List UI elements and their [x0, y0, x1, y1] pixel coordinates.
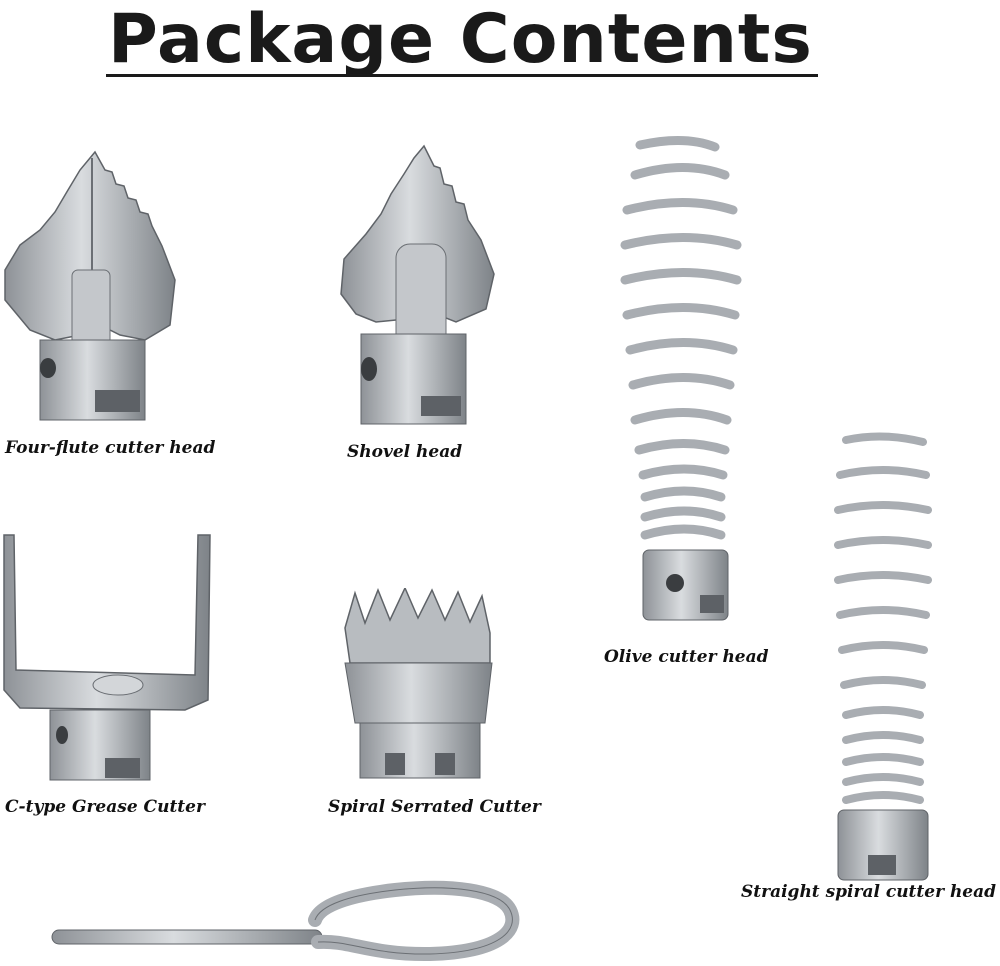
shovel-head-caption: Shovel head	[347, 442, 463, 462]
removal-key-icon	[50, 880, 530, 962]
shovel-head-icon	[336, 144, 496, 434]
page-title: Package Contents	[108, 0, 813, 79]
four-flute-caption: Four-flute cutter head	[5, 438, 216, 458]
straight-spiral-caption: Straight spiral cutter head	[741, 882, 997, 902]
c-type-caption: C-type Grease Cutter	[5, 797, 205, 817]
c-type-grease-cutter-icon	[0, 530, 215, 785]
spiral-serrated-cutter-icon	[340, 588, 500, 788]
olive-cutter-caption: Olive cutter head	[604, 647, 769, 667]
spiral-serrated-caption: Spiral Serrated Cutter	[328, 797, 541, 817]
straight-spiral-cutter-head-icon	[828, 430, 938, 885]
olive-cutter-head-icon	[615, 135, 755, 630]
four-flute-cutter-head-icon	[0, 150, 180, 430]
title-underline	[106, 74, 818, 77]
